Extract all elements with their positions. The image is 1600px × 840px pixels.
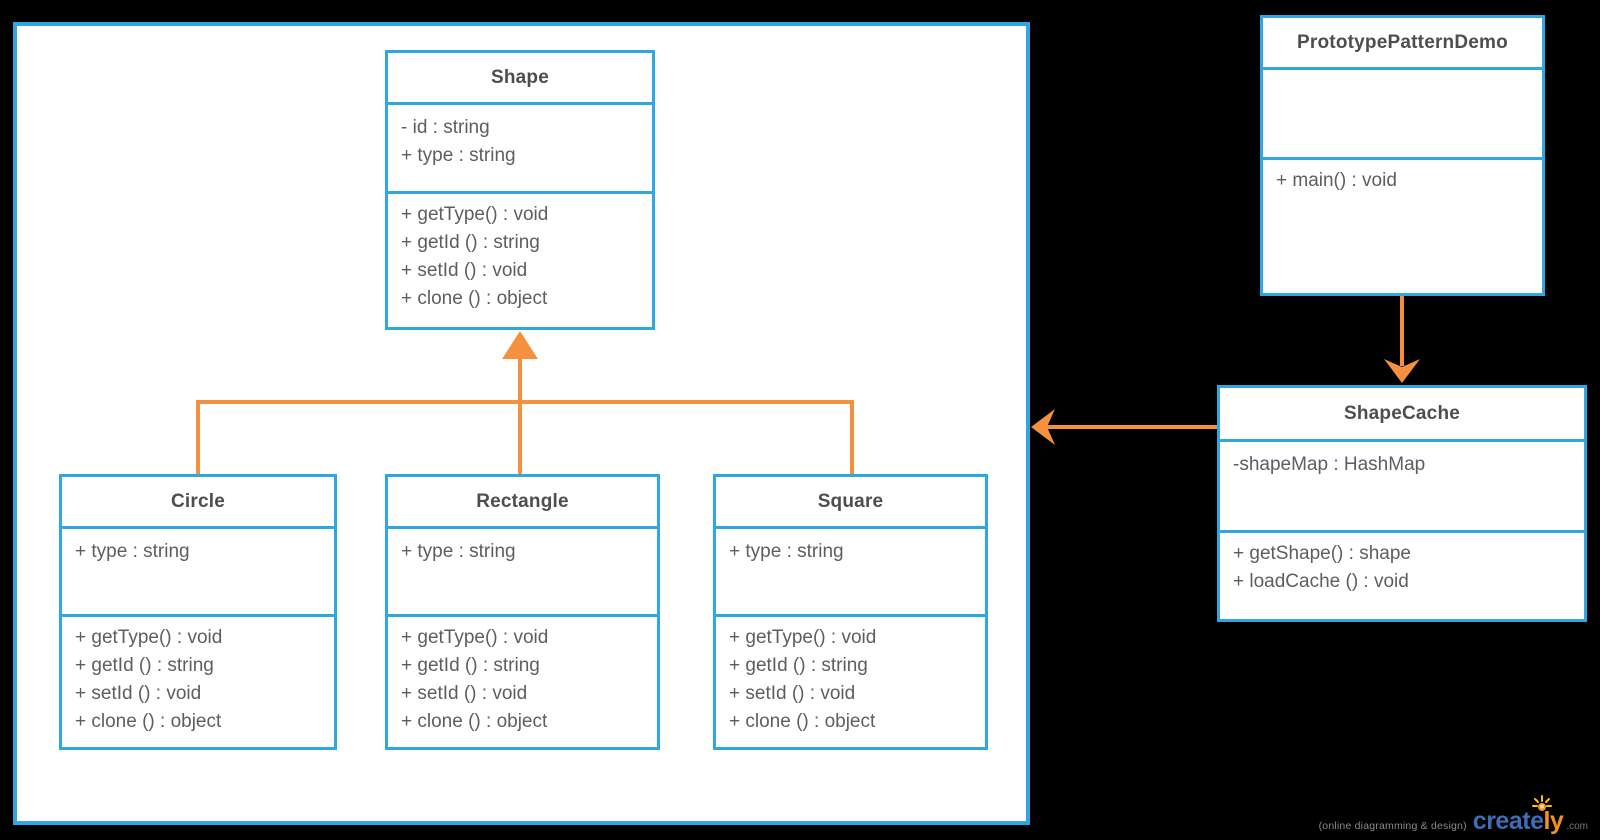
method-row: + setId () : void (75, 683, 202, 704)
method-row: + clone () : object (75, 711, 222, 732)
class-square-methods: + getType() : void + getId () : string +… (716, 617, 985, 747)
class-shapecache: ShapeCache -shapeMap : HashMap + getShap… (1217, 385, 1587, 622)
sparkle-icon (1531, 795, 1552, 811)
arrowhead-down-icon (1384, 359, 1420, 383)
attribute-row: + type : string (75, 541, 190, 562)
method-row: + setId () : void (401, 260, 528, 281)
creately-domain-suffix: .com (1566, 821, 1588, 832)
method-row: + clone () : object (401, 288, 548, 309)
method-row: + clone () : object (729, 711, 876, 732)
inheritance-line-rectangle (518, 356, 522, 474)
class-square: Square + type : string + getType() : voi… (713, 474, 988, 750)
class-rectangle-title: Rectangle (388, 477, 657, 529)
attribute-row: - id : string (401, 117, 490, 138)
class-square-title: Square (716, 477, 985, 529)
class-shapecache-methods: + getShape() : shape + loadCache () : vo… (1220, 533, 1584, 619)
attribute-row: + type : string (401, 145, 516, 166)
demo-to-shapecache-line (1400, 296, 1404, 366)
method-row: + getId () : string (75, 655, 214, 676)
class-rectangle: Rectangle + type : string + getType() : … (385, 474, 660, 750)
creately-watermark: (online diagramming & design) creately .… (1318, 795, 1588, 835)
method-row: + setId () : void (729, 683, 856, 704)
class-shape-methods: + getType() : void + getId () : string +… (388, 194, 652, 327)
class-shapecache-title: ShapeCache (1220, 388, 1584, 442)
method-row: + getId () : string (401, 232, 540, 253)
creately-tagline: (online diagramming & design) (1318, 820, 1467, 832)
class-rectangle-methods: + getType() : void + getId () : string +… (388, 617, 657, 747)
method-row: + getId () : string (729, 655, 868, 676)
class-prototypepatterndemo-methods: + main() : void (1263, 160, 1542, 293)
method-row: + loadCache () : void (1233, 571, 1409, 592)
class-circle-title: Circle (62, 477, 334, 529)
class-shape-attributes: - id : string + type : string (388, 105, 652, 194)
method-row: + setId () : void (401, 683, 528, 704)
shapecache-to-container-line (1042, 425, 1217, 429)
method-row: + main() : void (1276, 170, 1397, 191)
class-prototypepatterndemo-title: PrototypePatternDemo (1263, 18, 1542, 70)
inheritance-line-square (850, 400, 854, 474)
method-row: + getType() : void (401, 204, 549, 225)
method-row: + getType() : void (729, 627, 877, 648)
class-circle-methods: + getType() : void + getId () : string +… (62, 617, 334, 747)
arrowhead-left-icon (1031, 409, 1055, 445)
class-shapecache-attributes: -shapeMap : HashMap (1220, 442, 1584, 533)
inheritance-horizontal-line (196, 400, 854, 404)
method-row: + clone () : object (401, 711, 548, 732)
method-row: + getType() : void (75, 627, 223, 648)
attribute-row: + type : string (401, 541, 516, 562)
class-shape-title: Shape (388, 53, 652, 105)
creately-logo-blue-text: create (1472, 807, 1544, 835)
method-row: + getType() : void (401, 627, 549, 648)
method-row: + getShape() : shape (1233, 543, 1411, 564)
class-prototypepatterndemo: PrototypePatternDemo + main() : void (1260, 15, 1545, 296)
inheritance-line-circle (196, 400, 200, 474)
class-prototypepatterndemo-attributes (1263, 70, 1542, 160)
attribute-row: + type : string (729, 541, 844, 562)
class-circle: Circle + type : string + getType() : voi… (59, 474, 337, 750)
class-shape: Shape - id : string + type : string + ge… (385, 50, 655, 330)
method-row: + getId () : string (401, 655, 540, 676)
class-circle-attributes: + type : string (62, 529, 334, 617)
creately-logo-orange-text: ly (1543, 807, 1564, 835)
attribute-row: -shapeMap : HashMap (1233, 454, 1426, 475)
creately-logo: creately (1472, 795, 1564, 835)
class-rectangle-attributes: + type : string (388, 529, 657, 617)
inheritance-triangle-arrowhead-icon (502, 331, 538, 359)
class-square-attributes: + type : string (716, 529, 985, 617)
